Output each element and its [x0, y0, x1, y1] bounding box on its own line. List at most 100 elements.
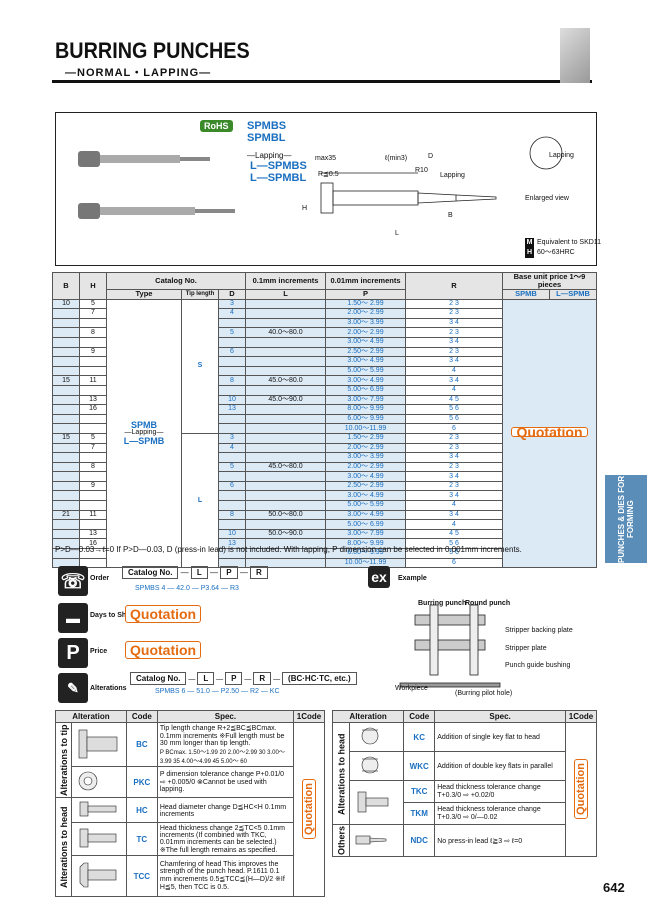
code-ndc: NDC	[403, 823, 436, 858]
table-cell: 3.00～ 4.99	[325, 471, 406, 482]
table-cell: 3.00～ 4.99	[325, 336, 406, 348]
table-cell	[79, 413, 107, 425]
table-cell: 8	[79, 327, 107, 338]
code-wkc: WKC	[403, 751, 436, 781]
table-cell	[245, 365, 326, 377]
type-lapping: —Lapping—	[124, 429, 164, 437]
table-cell: 2 3	[405, 432, 503, 444]
dim-h: H	[302, 205, 308, 212]
table-cell	[52, 461, 80, 473]
table-cell: 5	[79, 298, 107, 310]
table-cell: 3 4	[405, 471, 503, 482]
truck-icon: ▬	[58, 603, 88, 633]
table-cell	[245, 404, 326, 415]
table-cell: 3 4	[405, 490, 503, 502]
table-cell: 5	[79, 432, 107, 444]
table-cell: 45.0～80.0	[245, 375, 326, 386]
ex-r: R3	[229, 585, 239, 592]
table-cell	[52, 452, 80, 463]
table-cell	[79, 500, 107, 511]
spec-tcc: Chamfering of head This improves the str…	[156, 855, 295, 897]
table-cell	[52, 528, 80, 540]
table-cell: 6	[218, 346, 246, 358]
dim-r10: R10	[415, 167, 428, 174]
detail-lapping: Lapping	[549, 152, 574, 159]
table-cell	[218, 423, 246, 434]
code-hc: HC	[125, 797, 158, 823]
rohs-badge: RoHS	[200, 120, 233, 132]
side-tab[interactable]: PUNCHES & DIES FOR FORMING	[605, 475, 647, 563]
table-cell: 3 4	[405, 317, 503, 329]
table-cell: 4	[405, 500, 503, 511]
table-cell	[245, 480, 326, 492]
table-cell	[245, 442, 326, 454]
group-others: Others	[332, 824, 350, 857]
page-number: 642	[603, 880, 625, 895]
table-cell: 2 3	[405, 442, 503, 454]
table-cell: 5.00～ 6.99	[325, 519, 406, 530]
table-cell	[245, 452, 326, 463]
table-cell: 9	[79, 346, 107, 358]
table-cell	[218, 317, 246, 329]
label-workpiece: Workpiece	[395, 685, 428, 692]
table-cell: 10	[218, 394, 246, 406]
alt-ex-catalog: SPMBS 6	[155, 688, 186, 695]
table-cell	[245, 413, 326, 425]
table-cell: 2.50～ 2.99	[325, 480, 406, 492]
alt-ex-r: R2	[249, 688, 259, 695]
table-cell: 4	[405, 519, 503, 530]
dim-l: L	[395, 230, 399, 237]
label-round-punch: Round punch	[465, 600, 511, 607]
punch-photo-2	[78, 203, 235, 219]
table-cell: 3.00～ 3.99	[325, 452, 406, 463]
table-cell: 21	[52, 509, 80, 521]
alt-left-th-code: Code	[125, 710, 158, 723]
table-cell: 6	[405, 423, 503, 434]
table-cell	[52, 327, 80, 338]
code-kc: KC	[403, 722, 436, 752]
table-cell	[218, 452, 246, 463]
alt-left-th-1code: 1Code	[293, 710, 325, 723]
table-cell	[52, 394, 80, 406]
table-cell: 6	[218, 480, 246, 492]
tcc-diagram	[70, 855, 127, 897]
table-cell: 11	[79, 509, 107, 521]
table-cell	[245, 519, 326, 530]
table-cell	[218, 471, 246, 482]
punch-photo-1	[78, 151, 210, 167]
alt-field-catalog: Catalog No.	[130, 672, 187, 685]
table-cell	[218, 336, 246, 348]
table-cell	[245, 298, 326, 310]
tip-s-cell: S	[181, 298, 219, 434]
th-inc001: 0.01mm increments	[325, 272, 406, 290]
table-cell: 2.00～ 2.99	[325, 327, 406, 338]
days-label: Days to Ship	[90, 612, 133, 619]
th-tip: Tip length	[181, 289, 219, 300]
table-cell: 2 3	[405, 327, 503, 338]
table-cell: 3 4	[405, 356, 503, 367]
table-cell	[245, 317, 326, 329]
table-cell	[79, 519, 107, 530]
tip-l: L	[197, 496, 203, 504]
code-spmbl: SPMBL	[247, 132, 286, 144]
table-cell	[79, 356, 107, 367]
spec-bc: Tip length change R+2≦BC≦BCmax. 0.1mm in…	[156, 722, 295, 767]
table-cell: 4 5	[405, 528, 503, 540]
lapping-label: —Lapping—	[247, 151, 292, 160]
table-cell: 8	[218, 509, 246, 521]
table-cell	[79, 471, 107, 482]
hc-diagram	[70, 797, 127, 823]
alt-right-th-code: Code	[403, 710, 436, 723]
table-cell: 3.00～ 4.99	[325, 509, 406, 521]
tip-s: S	[197, 362, 203, 370]
table-cell	[245, 308, 326, 319]
dim-r: R≦0.5	[318, 171, 339, 178]
table-cell: 13	[79, 394, 107, 406]
table-cell	[218, 519, 246, 530]
alt-right-quotation: Quotation	[574, 758, 588, 819]
